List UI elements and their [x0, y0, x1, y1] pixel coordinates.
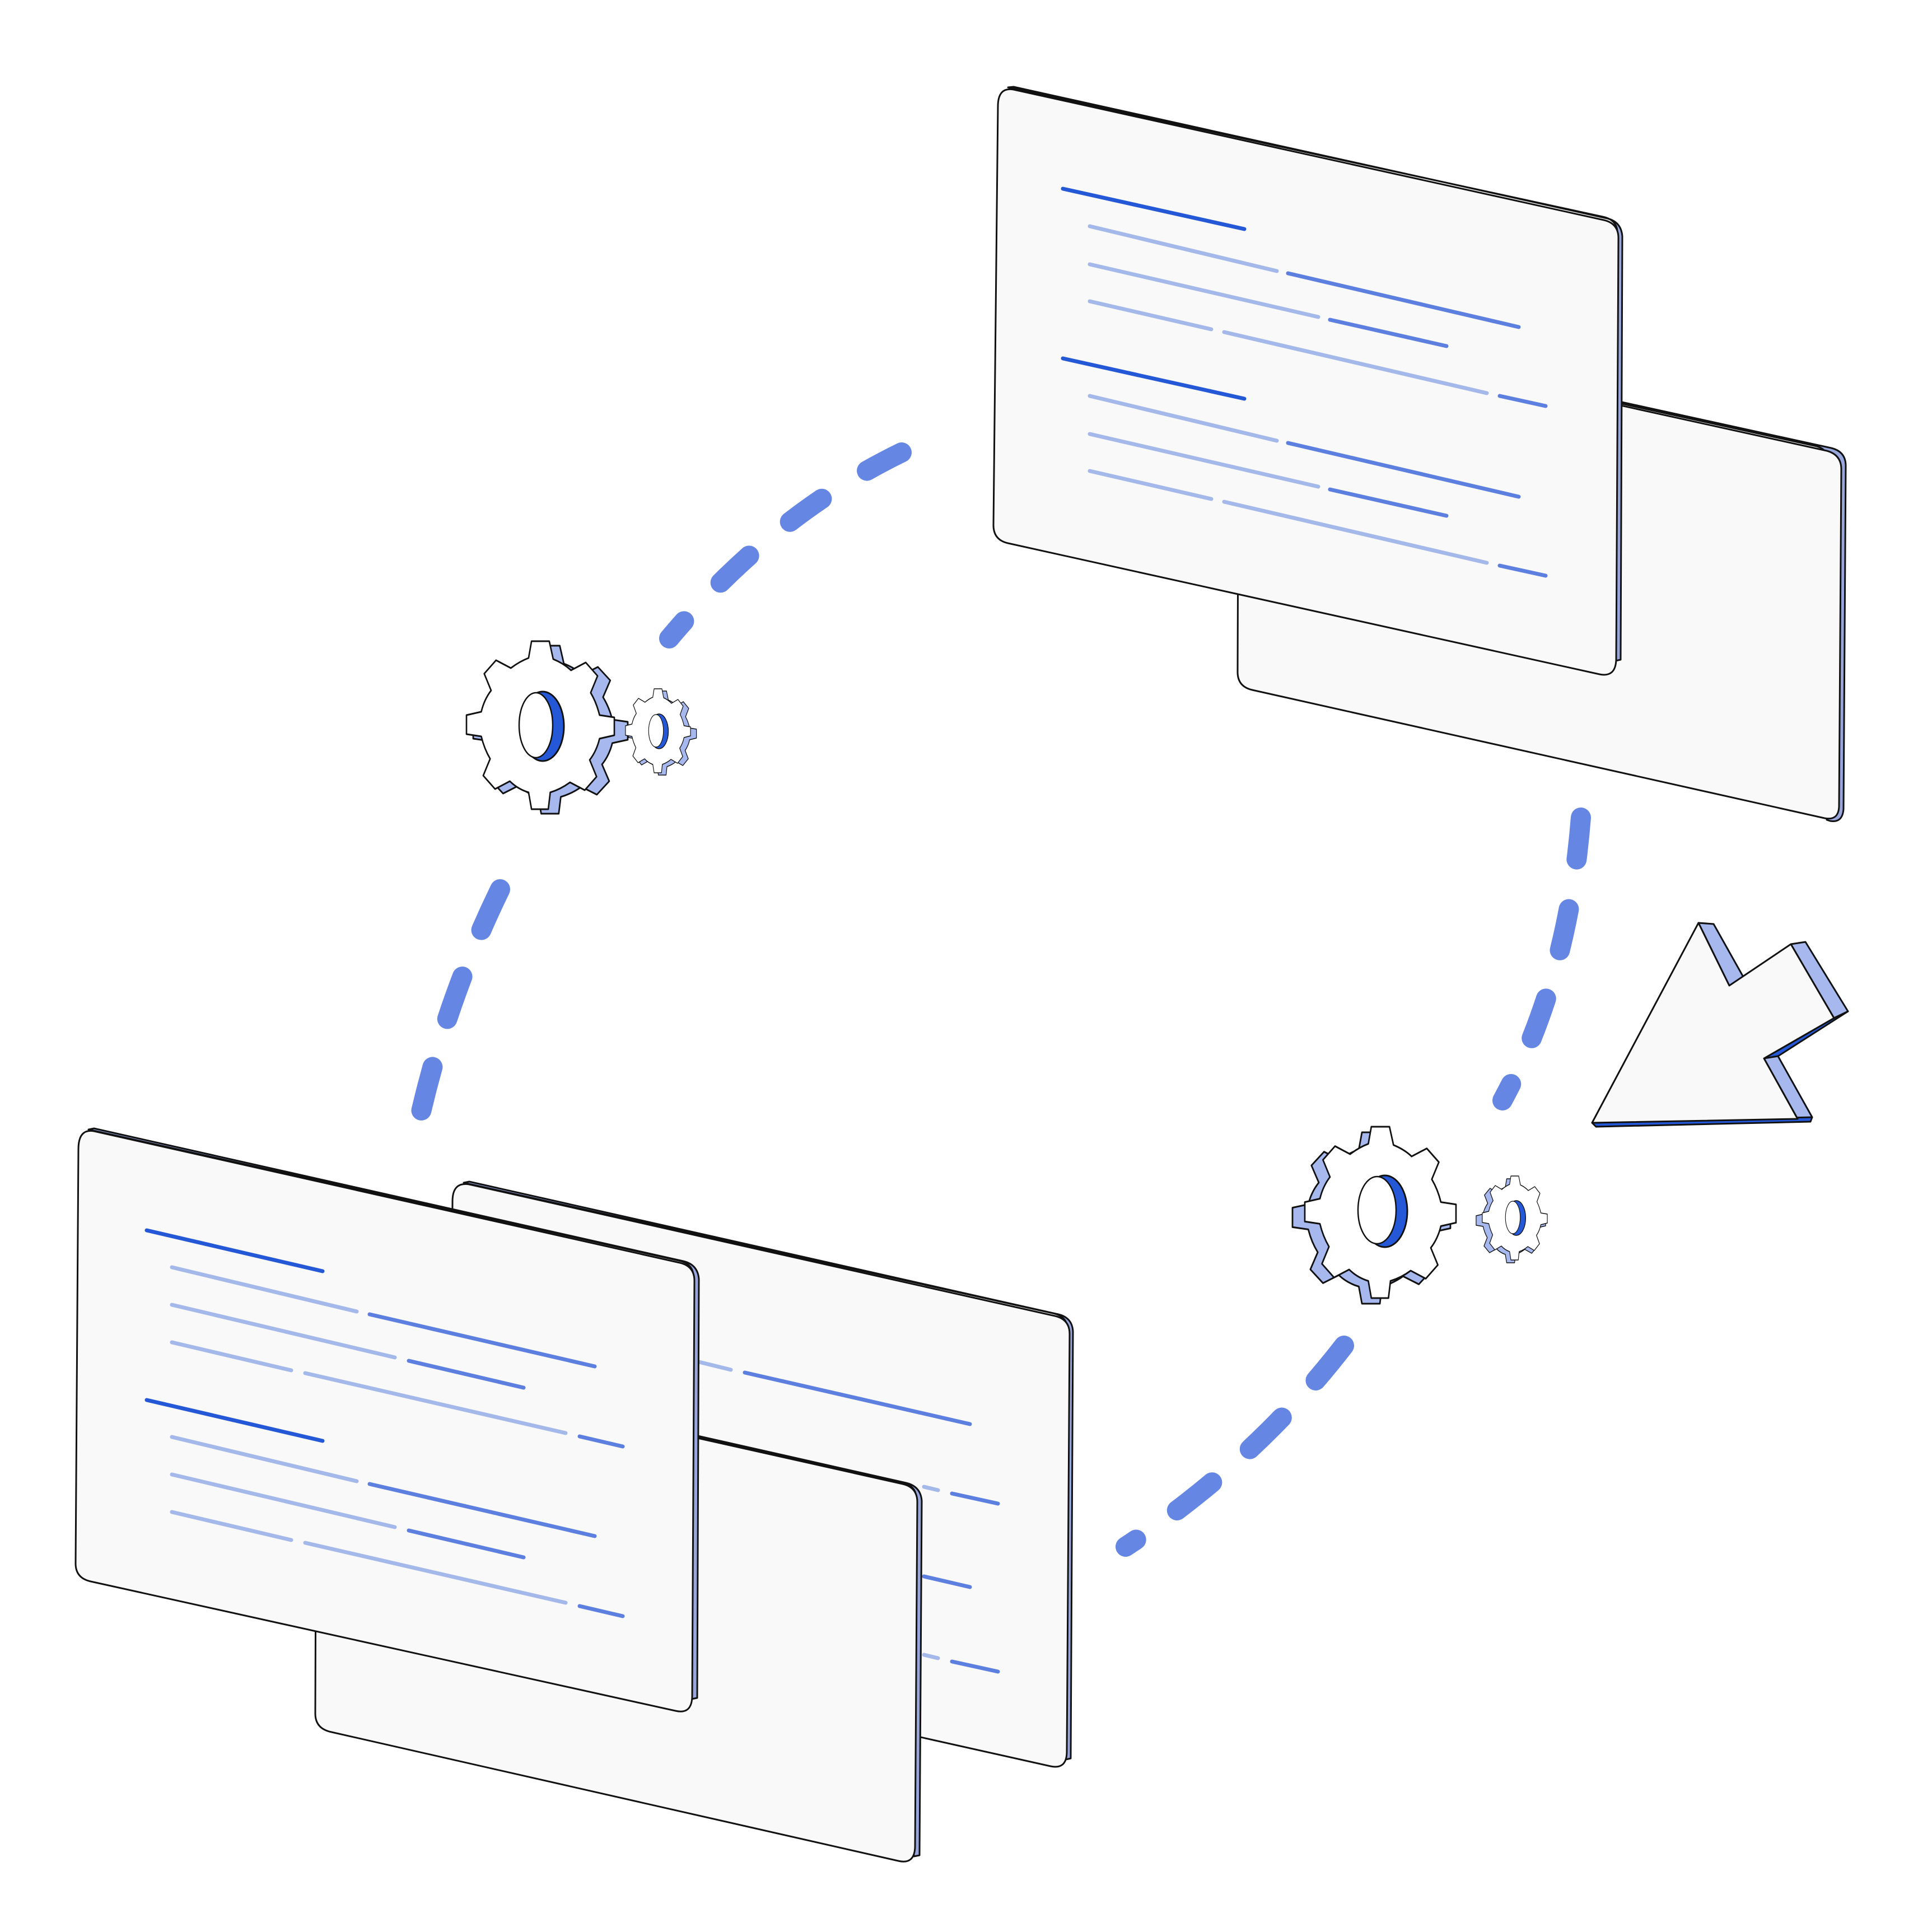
window-front-bottom	[74, 1127, 700, 1712]
gear-large-icon	[1291, 1126, 1457, 1305]
dash-arc-right	[1492, 808, 1591, 1110]
cursor-face	[1591, 922, 1835, 1124]
window-front	[992, 86, 1623, 676]
text-lines	[1061, 186, 1548, 578]
gear-small-icon	[625, 688, 697, 776]
gear-small-icon	[1476, 1175, 1548, 1263]
text-lines	[144, 1228, 625, 1618]
cycle-arrows-icon	[405, 442, 1591, 1557]
gear-pair-icon	[1291, 1126, 1548, 1305]
dash-arc-left	[405, 879, 510, 1147]
gear-pair-icon	[465, 640, 697, 815]
cursor-arrow-icon	[1591, 922, 1849, 1128]
dash-arc-bottom-right	[1116, 1336, 1354, 1557]
window-stack-bottom-left	[74, 1127, 1074, 1863]
gear-large-icon	[465, 640, 629, 815]
dash-arc-top-left	[659, 442, 912, 648]
window-stack-top-right	[992, 86, 1847, 823]
text-lines-rear	[697, 1360, 1000, 1674]
